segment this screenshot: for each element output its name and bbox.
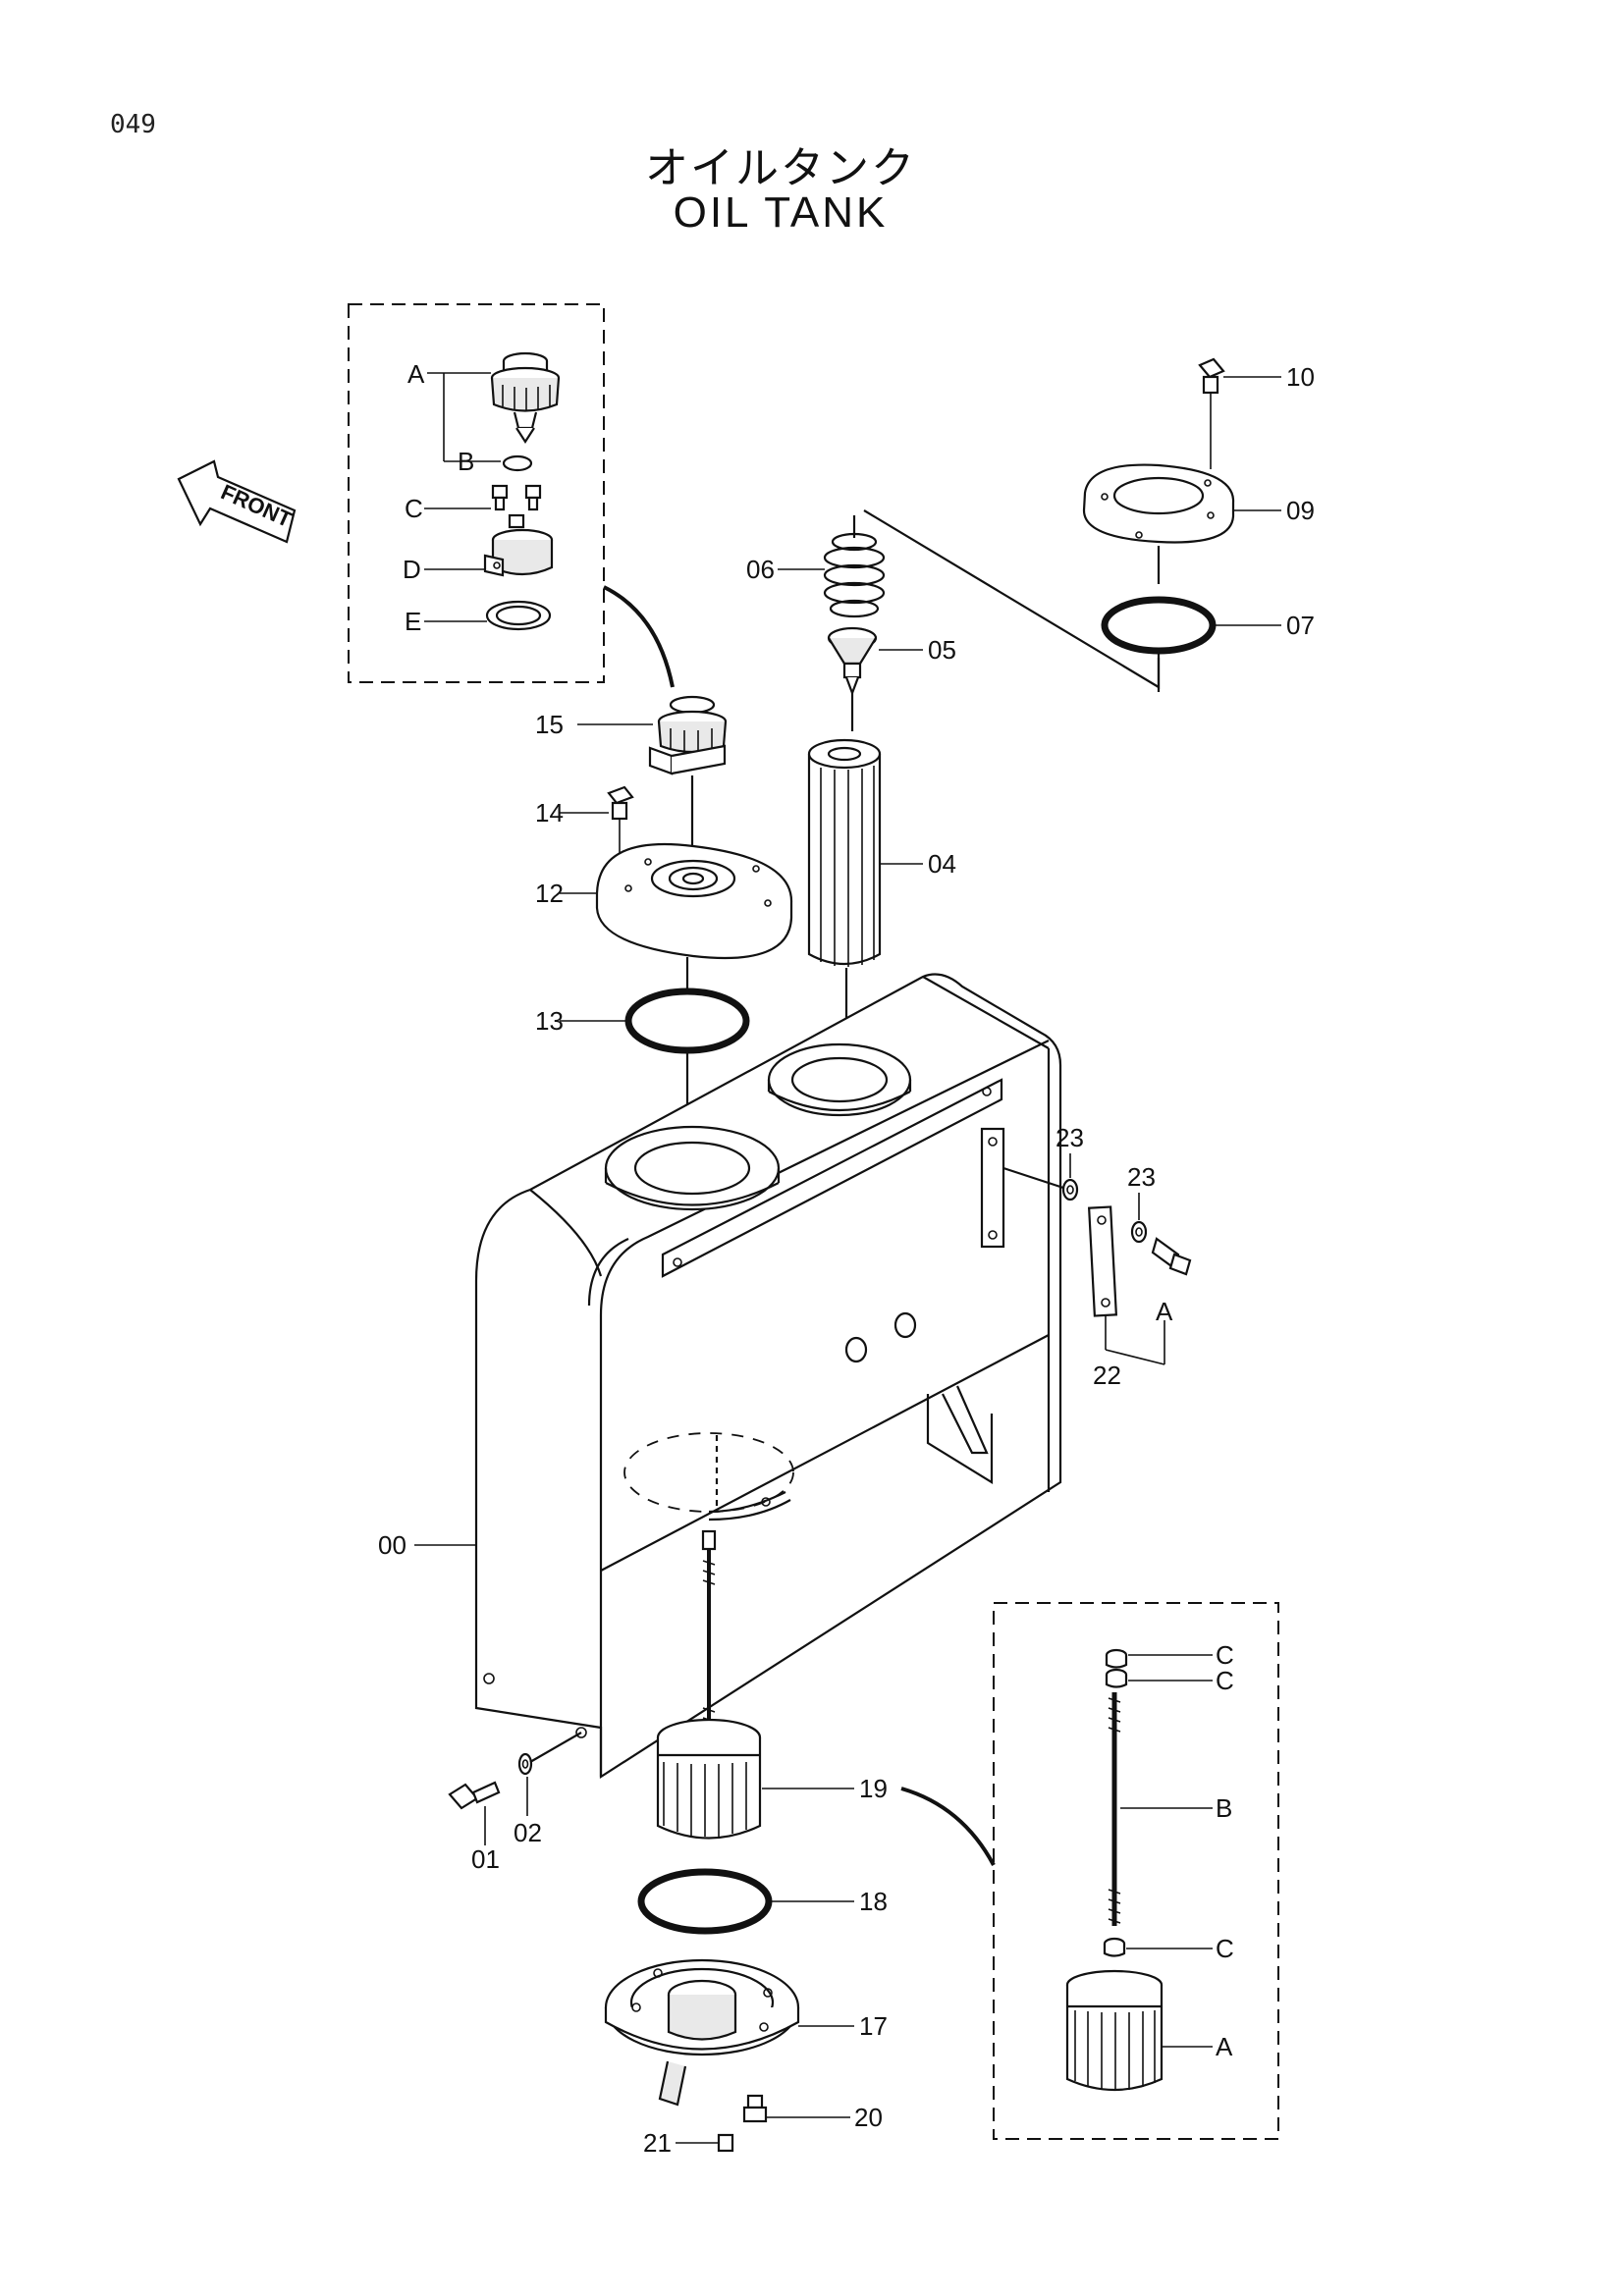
callout-23-lower: 23	[1127, 1162, 1156, 1192]
filter-nut-c2	[1105, 1668, 1128, 1688]
callout-13: 13	[535, 1006, 564, 1036]
part-01-bolt	[448, 1781, 501, 1810]
callout-19: 19	[859, 1774, 888, 1803]
inset-cap-label-e: E	[405, 607, 421, 636]
callout-17: 17	[859, 2011, 888, 2041]
callout-23-upper: 23	[1056, 1123, 1084, 1152]
callout-12: 12	[535, 879, 564, 908]
part-10-bolt	[1198, 357, 1225, 469]
callout-02: 02	[514, 1818, 542, 1847]
cap-part-b	[502, 454, 533, 472]
callout-20: 20	[854, 2103, 883, 2132]
callout-01: 01	[471, 1844, 500, 1874]
callout-07: 07	[1286, 611, 1315, 640]
inset-cap-label-b: B	[458, 447, 474, 476]
title-japanese: オイルタンク	[645, 143, 916, 193]
inset-cap-label-c: C	[405, 494, 423, 523]
bolt-a	[1151, 1237, 1192, 1276]
callout-18: 18	[859, 1887, 888, 1916]
part-15-breather-cap	[648, 695, 728, 874]
inset-filter-label-b: B	[1216, 1793, 1232, 1823]
callout-22: 22	[1093, 1361, 1121, 1390]
callout-bolt-a: A	[1156, 1297, 1173, 1326]
part-17-bottom-cover	[604, 1958, 800, 2107]
part-19-suction-strainer	[656, 1529, 762, 1840]
inset-filter-assembly: C C B C A	[993, 1602, 1279, 2140]
part-04-filter-element	[807, 738, 882, 1090]
part-13-o-ring	[624, 988, 750, 1054]
callout-00: 00	[378, 1530, 406, 1560]
cap-part-a	[490, 351, 561, 445]
filter-rod-b	[1108, 1692, 1121, 1926]
part-22-bracket	[1087, 1205, 1118, 1317]
inset-filter-label-c3: C	[1216, 1934, 1234, 1963]
filter-nut-c1	[1105, 1648, 1128, 1669]
part-00-tank-body	[474, 973, 1062, 1780]
cap-part-c	[491, 484, 542, 529]
part-18-o-ring	[637, 1868, 773, 1935]
inset-filter-label-c1: C	[1216, 1640, 1234, 1670]
part-05-valve	[827, 626, 878, 731]
front-arrow: FRONT	[177, 459, 297, 544]
part-12-flange	[595, 842, 793, 960]
part-23-washer-lower	[1130, 1220, 1148, 1244]
inset-cap-label-d: D	[403, 555, 421, 584]
callout-14: 14	[535, 798, 564, 828]
callout-21: 21	[643, 2128, 672, 2158]
part-09-cover-plate	[1082, 463, 1235, 584]
callout-10: 10	[1286, 362, 1315, 392]
part-20-plug	[742, 2094, 768, 2123]
part-21-drain-plug	[717, 2133, 734, 2153]
inset-cap-assembly: A B C D E	[348, 303, 605, 683]
part-23-washer-upper	[1061, 1178, 1079, 1201]
inset-filter-label-c2: C	[1216, 1666, 1234, 1695]
part-06-spring	[823, 515, 886, 618]
part-02-washer	[517, 1752, 533, 1776]
cap-part-e	[485, 600, 552, 631]
callout-15: 15	[535, 710, 564, 739]
title-english: OIL TANK	[673, 188, 889, 237]
filter-nut-c3	[1103, 1937, 1126, 1957]
cap-part-d	[483, 528, 554, 577]
inset-filter-label-a: A	[1216, 2032, 1233, 2061]
callout-05: 05	[928, 635, 956, 665]
callout-06: 06	[746, 555, 775, 584]
page-number: 049	[110, 110, 156, 139]
inset-cap-label-a: A	[407, 359, 425, 389]
callout-09: 09	[1286, 496, 1315, 525]
callout-04: 04	[928, 849, 956, 879]
filter-element-a	[1065, 1969, 1164, 2092]
part-07-o-ring	[1101, 596, 1217, 655]
